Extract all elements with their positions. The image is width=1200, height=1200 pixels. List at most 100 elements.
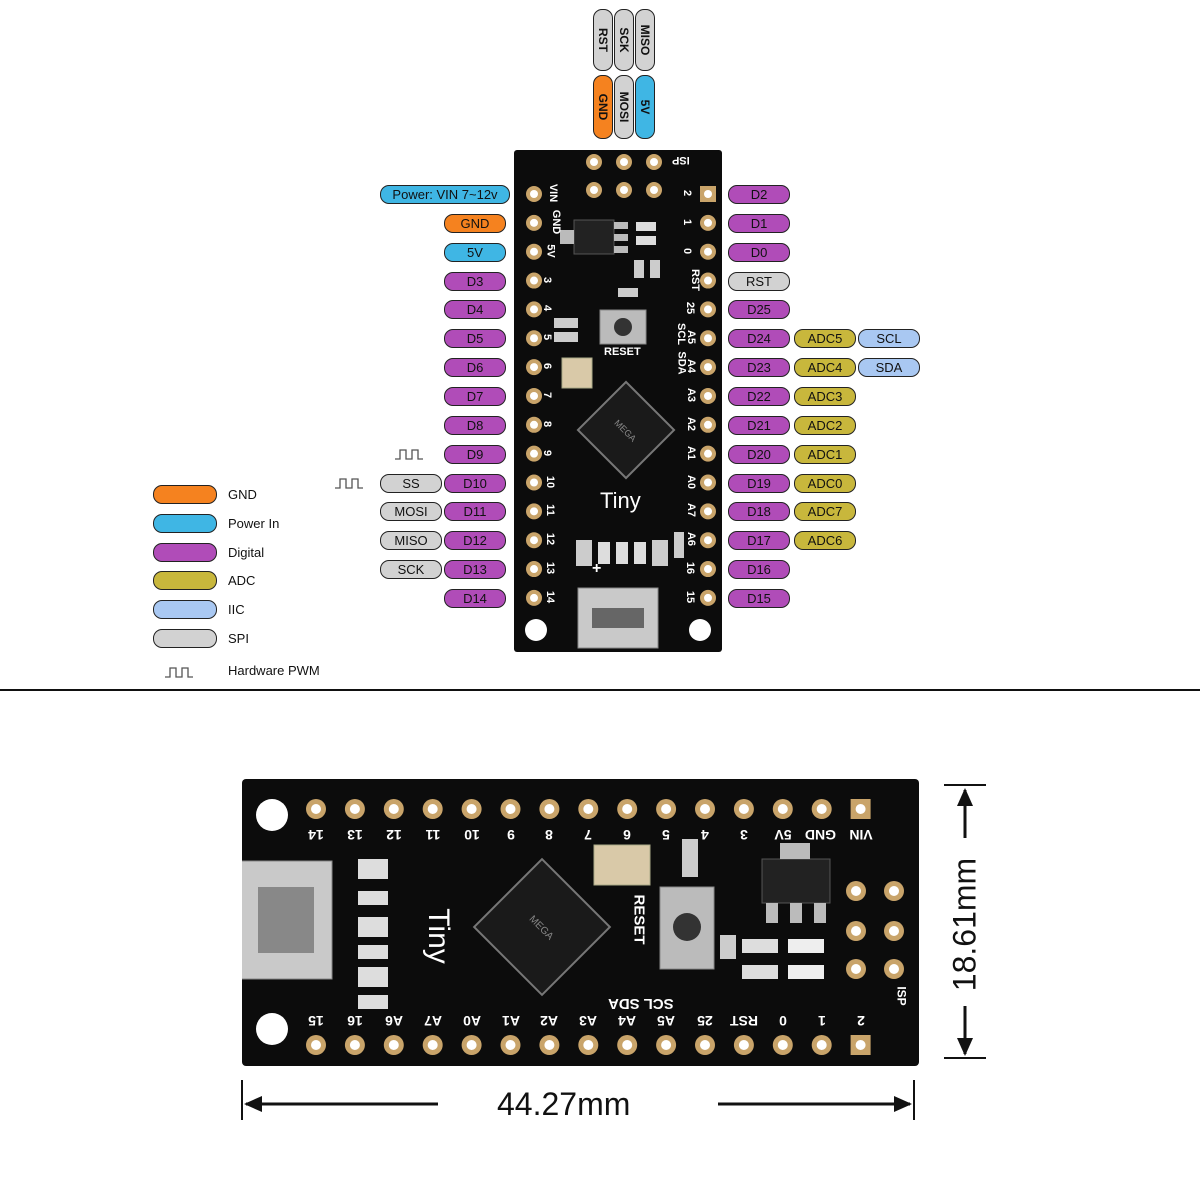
- silk-bottom-12: 0: [778, 1013, 787, 1029]
- pin-hole-center: [777, 1040, 788, 1050]
- pwm-icon-legend: [165, 667, 193, 678]
- pwm-icon-d9: [395, 449, 423, 460]
- pin-hole-center: [704, 391, 712, 400]
- adc-d22: ADC3: [794, 386, 856, 406]
- pin-hole-center: [704, 565, 712, 574]
- left-pin-14: D14: [444, 588, 506, 608]
- silk-right-11: A7: [685, 503, 698, 518]
- pin-hole-center: [704, 536, 712, 545]
- silk-right-5: A5: [685, 330, 698, 345]
- pin-hole-center: [530, 276, 538, 285]
- dimension-height: 18.61mm: [946, 857, 983, 992]
- right-pin-10: D19: [728, 473, 790, 493]
- pin-hole-center: [704, 218, 712, 227]
- silk-bottom-4: A0: [462, 1013, 481, 1029]
- legend-swatch-gnd: [153, 485, 217, 504]
- pin-hole-center: [777, 804, 788, 814]
- pin-hole-center: [704, 305, 712, 314]
- right-pin-4: D25: [728, 300, 790, 320]
- adc-d19: ADC0: [794, 473, 856, 493]
- pin-hole-center: [388, 1040, 399, 1050]
- isp-hole-center: [851, 926, 861, 936]
- right-pin-6: D23: [728, 358, 790, 378]
- pin-hole-center: [704, 363, 712, 372]
- isp-hole-center: [851, 886, 861, 896]
- pin-hole-center: [388, 804, 399, 814]
- silk-right-9: A1: [685, 445, 698, 460]
- adc-d20: ADC1: [794, 444, 856, 464]
- pin-hole-center: [311, 804, 321, 814]
- pin-hole-center: [530, 565, 538, 574]
- adc-d24: ADC5: [794, 329, 856, 349]
- silk-top-14: VIN: [848, 827, 873, 843]
- left-pin-13: D13: [444, 560, 506, 580]
- spi-d10: SS: [380, 473, 442, 493]
- silk-left-11: 11: [543, 504, 556, 517]
- silk-top-8: 6: [623, 827, 632, 843]
- silk-bottom-3: A7: [423, 1013, 442, 1029]
- silk-right-10: A0: [685, 474, 698, 489]
- right-pin-0: D2: [728, 185, 790, 204]
- isp-hole-center: [851, 964, 861, 974]
- isp-hole-center: [889, 964, 899, 974]
- silk-left-3: 3: [541, 276, 554, 283]
- left-pin-2: 5V: [444, 242, 506, 262]
- isp-hole-center: [889, 886, 899, 896]
- isp-hole-center: [590, 158, 598, 166]
- right-pin-11: D18: [728, 502, 790, 522]
- silk-left-0: VIN: [547, 183, 560, 203]
- pin-hole-center: [530, 507, 538, 516]
- pill-sck: SCK: [614, 9, 634, 71]
- legend-swatch-spi: [153, 629, 217, 648]
- silk-bottom-1: 16: [347, 1013, 363, 1029]
- right-pin-7: D22: [728, 386, 790, 406]
- silk-left-12: 12: [544, 533, 557, 546]
- pin-hole-center: [530, 478, 538, 487]
- right-pin-2: D0: [728, 242, 790, 262]
- pin-hole-center: [738, 804, 749, 814]
- pill-5v: 5V: [635, 75, 655, 139]
- pin-hole-center: [530, 449, 538, 458]
- legend-swatch-iic: [153, 600, 217, 619]
- pin-hole-center: [544, 804, 555, 814]
- silk-top-4: 10: [463, 827, 480, 843]
- pin-hole-center: [349, 804, 360, 814]
- legend-label-iic: IIC: [228, 602, 245, 617]
- silk-bottom-9: A5: [657, 1013, 676, 1029]
- right-pin-14: D15: [728, 588, 790, 608]
- left-pin-4: D4: [444, 300, 506, 320]
- pin-hole-center: [704, 478, 712, 487]
- left-pin-8: D8: [444, 415, 506, 435]
- pin-hole-center: [855, 1040, 866, 1050]
- silk-top-10: 4: [701, 827, 709, 843]
- right-pin-13: D16: [728, 560, 790, 580]
- silk-top-5: 9: [506, 827, 515, 843]
- right-pin-12: D17: [728, 531, 790, 551]
- legend-label-gnd: GND: [228, 487, 257, 502]
- silk-right-12: A6: [685, 532, 698, 547]
- board-bottom-artwork: MEGA: [242, 799, 904, 1055]
- silk-bottom-6: A2: [540, 1013, 559, 1029]
- silk-right-1: 1: [681, 218, 694, 225]
- pin-hole-center: [427, 804, 438, 814]
- silk-left-8: 8: [541, 420, 554, 427]
- pin-hole-center: [530, 190, 538, 198]
- left-pin-11: D11: [444, 502, 506, 522]
- pin-hole-center: [622, 804, 633, 814]
- pin-hole-center: [704, 334, 712, 343]
- pin-hole-center: [530, 391, 538, 400]
- pill-mosi: MOSI: [614, 75, 634, 139]
- pin-hole-center: [530, 334, 538, 343]
- silk-left-6: 6: [541, 363, 554, 370]
- silk-left-9: 9: [541, 449, 554, 456]
- silk-bottom-11: RST: [729, 1013, 758, 1029]
- adc-d21: ADC2: [794, 415, 856, 435]
- left-pin-7: D7: [444, 386, 506, 406]
- pin-hole-center: [704, 276, 712, 285]
- left-pin-1: GND: [444, 213, 506, 233]
- iic-d23: SDA: [858, 358, 920, 378]
- silk-plus: +: [592, 560, 602, 577]
- pill-rst: RST: [593, 9, 613, 71]
- spi-d12: MISO: [380, 531, 442, 551]
